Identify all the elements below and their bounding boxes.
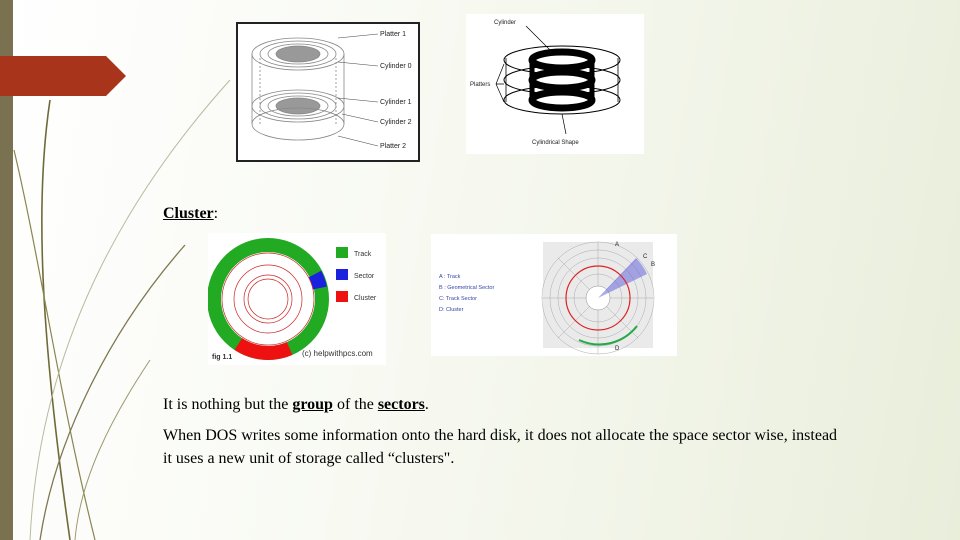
- legend-sector: Sector: [354, 273, 375, 280]
- cylinder-diagram-right: Cylinder Platters Cylindrical Shape: [466, 14, 644, 154]
- cylinder-diagram-left: Platter 1 Cylinder 0 Cylinder 1 Cylinder…: [236, 22, 420, 162]
- fig-label: fig 1.1: [212, 354, 232, 361]
- bullet-text-2-line-1: When DOS writes some information onto th…: [163, 427, 838, 444]
- label-platter-1: Platter 1: [380, 31, 406, 38]
- decorative-swirls: [13, 79, 231, 540]
- label-cylinder-0: Cylinder 0: [380, 63, 412, 70]
- legend-track: Track: [354, 251, 372, 258]
- label-platter-2: Platter 2: [380, 143, 406, 150]
- cluster-heading-text: Cluster: [163, 205, 214, 222]
- label-cylindrical-shape: Cylindrical Shape: [532, 140, 579, 146]
- label-cylinder-1: Cylinder 1: [380, 99, 412, 106]
- arrow-shape: [0, 56, 126, 96]
- disk-structure-diagram: A : Track B : Geometrical Sector C: Trac…: [431, 234, 677, 356]
- bullet-1-post: .: [424, 396, 429, 413]
- legend-cluster: Cluster: [354, 295, 377, 302]
- legend-a-track: A : Track: [439, 274, 461, 280]
- bullet-text-2-line-2: it uses a new unit of storage called “cl…: [163, 450, 455, 467]
- copyright-text: (c) helpwithpcs.com: [302, 349, 373, 358]
- cluster-ring-diagram: Track Sector Cluster fig 1.1 (c) helpwit…: [208, 233, 386, 365]
- bullet-1-pre: It is nothing but the: [163, 396, 293, 413]
- label-cylinder-2: Cylinder 2: [380, 119, 412, 126]
- cluster-heading-colon: :: [213, 205, 219, 222]
- label-cylinder: Cylinder: [494, 20, 516, 26]
- marker-c: C: [643, 254, 648, 260]
- marker-b: B: [651, 262, 655, 268]
- legend-d-cluster: D: Cluster: [439, 307, 464, 313]
- marker-a: A: [615, 242, 619, 248]
- marker-d: D: [615, 346, 620, 352]
- legend-b-geometrical-sector: B : Geometrical Sector: [439, 285, 494, 291]
- bullet-1-sectors: sectors: [377, 396, 425, 413]
- label-platters: Platters: [470, 82, 490, 88]
- bullet-1-group: group: [292, 396, 333, 413]
- bullet-1-mid: of the: [332, 396, 378, 413]
- cluster-heading: Cluster:: [163, 205, 218, 223]
- bullet-text-1: It is nothing but the group of the secto…: [163, 396, 429, 414]
- legend-c-track-sector: C: Track Sector: [439, 296, 477, 302]
- left-accent-bar: [0, 0, 13, 540]
